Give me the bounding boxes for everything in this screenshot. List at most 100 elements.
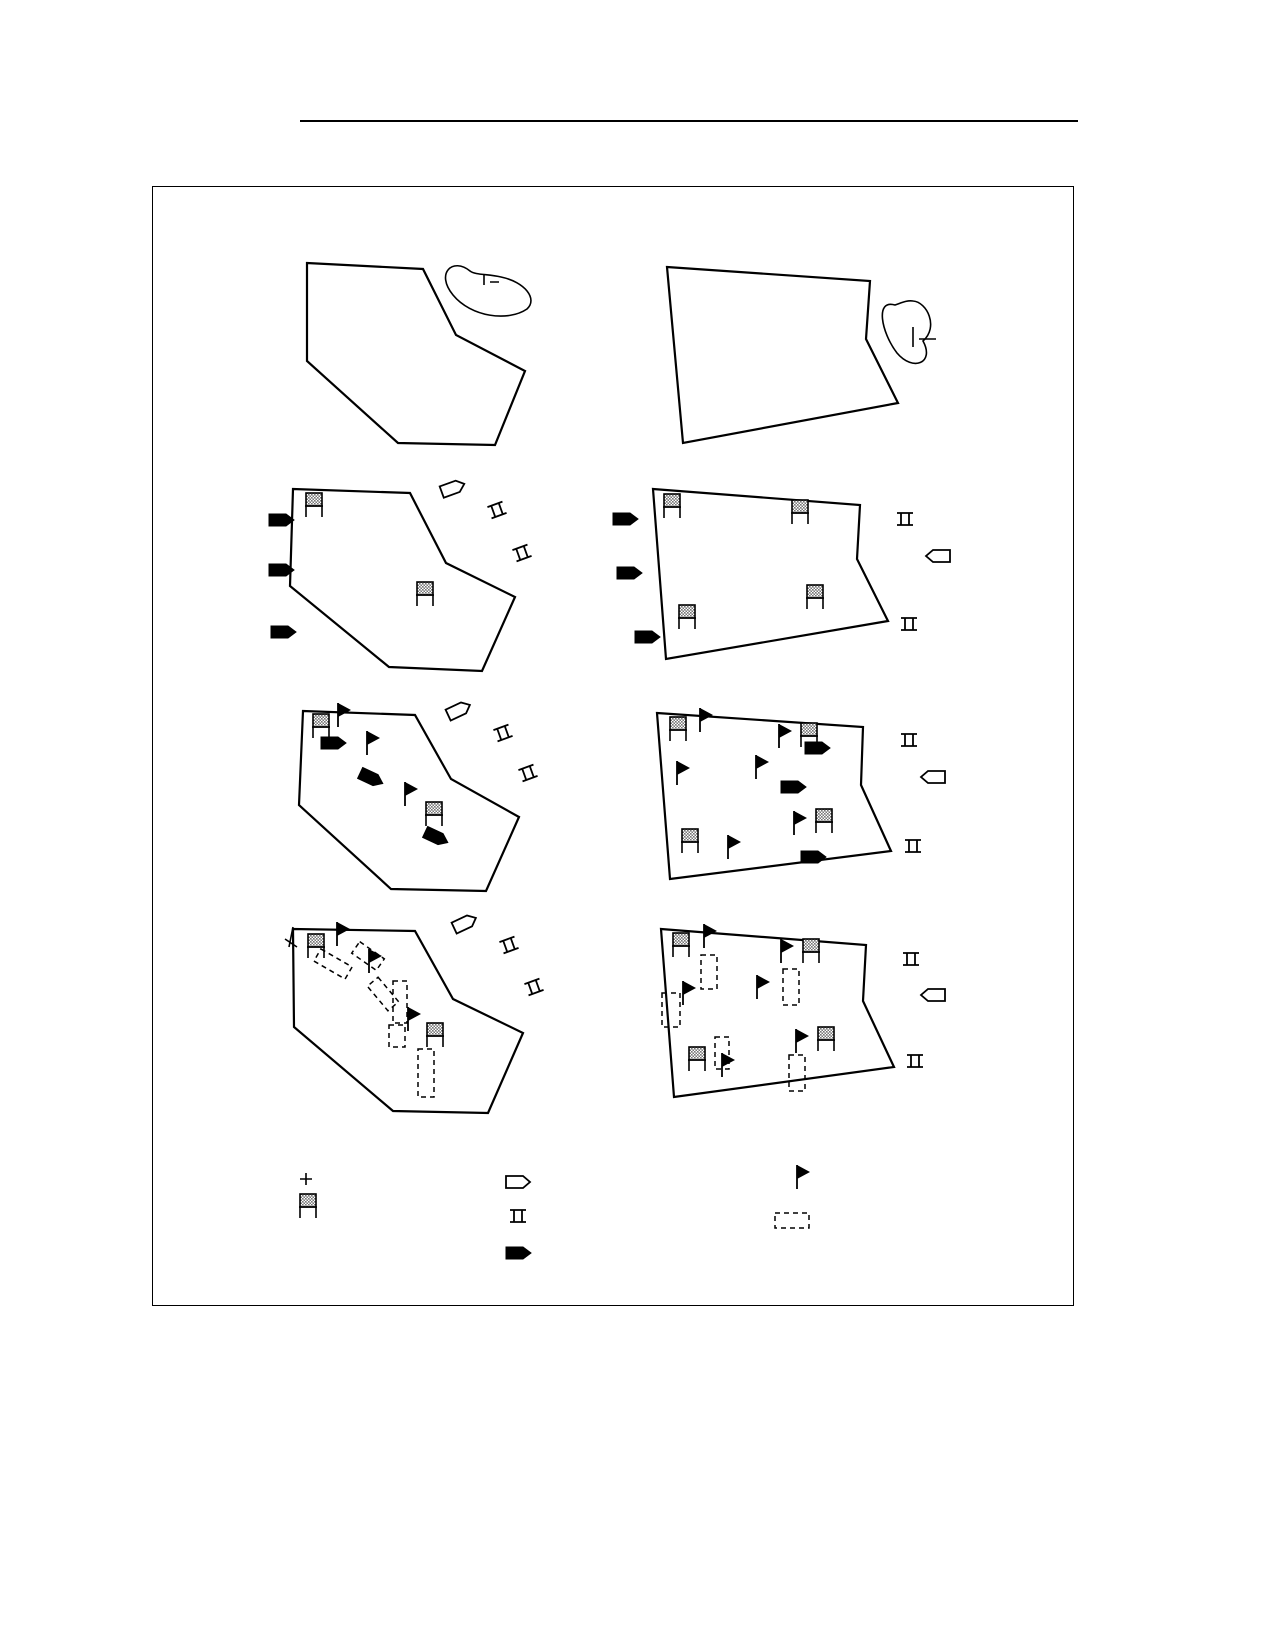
gun-emplacement-icon [677,604,697,630]
landing-craft-icon [902,952,920,966]
ship-outline-icon [438,477,468,499]
dashed-box-icon [392,980,408,1024]
legend [298,1164,811,1260]
landing-craft-icon [492,723,514,743]
ship-solid-icon [320,736,347,750]
landing-craft-icon [906,1054,924,1068]
flag-icon [755,754,770,780]
flag-icon [793,810,808,836]
flag-icon [337,702,352,728]
flag-icon [366,730,381,756]
area-outline [305,261,527,447]
flag-icon [703,923,718,949]
legend-plus-icon [300,1173,312,1185]
landing-craft-icon [896,512,914,526]
legend-ship-solid-icon [505,1246,532,1260]
gun-emplacement-icon [680,828,700,854]
gun-emplacement-icon [298,1193,318,1219]
flag-icon [404,781,419,807]
ship-solid-icon [505,1246,532,1260]
ship-outline-icon [450,911,480,935]
dashed-box-icon [714,1036,730,1070]
gun-emplacement-icon [425,1022,445,1048]
landing-craft-icon [900,617,918,631]
ship-outline-icon [920,988,946,1002]
dashed-box-icon [782,968,800,1006]
landing-craft-icon [486,500,508,520]
landing-craft-icon [517,763,539,783]
ship-solid-icon [422,825,451,849]
dashed-box-icon [388,1024,406,1048]
landing-craft-icon [900,733,918,747]
legend-dashed-box-icon [774,1212,810,1229]
panel-b3 [655,707,946,881]
ship-solid-icon [616,566,643,580]
figure-frame [152,186,1074,1306]
ship-solid-icon [800,850,827,864]
landing-craft-icon [523,977,545,997]
gun-emplacement-icon [687,1046,707,1072]
panel-a2 [268,477,533,673]
ship-solid-icon [634,630,661,644]
gun-emplacement-icon [311,713,331,739]
area-outline [297,709,521,893]
legend-gun-emplacement-icon [298,1193,318,1219]
dashed-box-icon [788,1054,806,1092]
landing-craft-icon [509,1209,527,1223]
landing-craft-icon [904,839,922,853]
gun-emplacement-icon [801,938,821,964]
ship-outline-icon [505,1175,531,1189]
gun-emplacement-icon [816,1026,836,1052]
flag-icon [727,834,742,860]
dashed-box-icon [350,940,386,972]
flag-icon [699,707,714,733]
flag-icon [796,1164,811,1190]
dashed-box-icon [774,1212,810,1229]
ship-solid-icon [804,741,831,755]
ship-solid-icon [357,766,386,790]
legend-landing-craft-icon [509,1209,527,1223]
dashed-box-icon [366,976,400,1012]
gun-emplacement-icon [671,932,691,958]
flag-icon [780,938,795,964]
ship-outline-icon [925,549,951,563]
gun-emplacement-icon [668,716,688,742]
flag-icon [682,980,697,1006]
ship-outline-icon [920,770,946,784]
legend-ship-outline-icon [505,1175,531,1189]
ship-solid-icon [612,512,639,526]
flag-icon [756,974,771,1000]
area-outline [665,265,900,445]
gun-emplacement-icon [662,493,682,519]
dashed-box-icon [700,954,718,990]
landing-craft-icon [498,935,520,955]
ship-solid-icon [270,625,297,639]
gun-emplacement-icon [424,801,444,827]
dashed-box-icon [417,1048,435,1098]
gun-emplacement-icon [306,933,326,959]
gun-emplacement-icon [304,492,324,518]
ship-solid-icon [268,513,295,527]
area-outline [655,711,893,881]
area-outline [291,927,525,1115]
dashed-box-icon [661,992,681,1028]
flag-icon [795,1028,810,1054]
panel-b4 [659,923,946,1099]
flag-icon [336,921,351,947]
panel-a3 [297,698,539,893]
gun-emplacement-icon [805,584,825,610]
panel-a1 [305,261,532,447]
flag-icon [676,760,691,786]
flag-icon [407,1006,422,1032]
figure-diagram [268,261,951,1260]
flag-icon [778,723,793,749]
landing-craft-icon [511,543,533,563]
panel-a4 [284,911,545,1115]
legend-flag-icon [796,1164,811,1190]
dashed-box-icon [312,947,354,981]
flag-icon [721,1052,736,1078]
page-header-rule [300,120,1078,122]
ship-solid-icon [780,780,807,794]
area-outline [651,487,890,661]
panel-b2 [612,487,951,661]
